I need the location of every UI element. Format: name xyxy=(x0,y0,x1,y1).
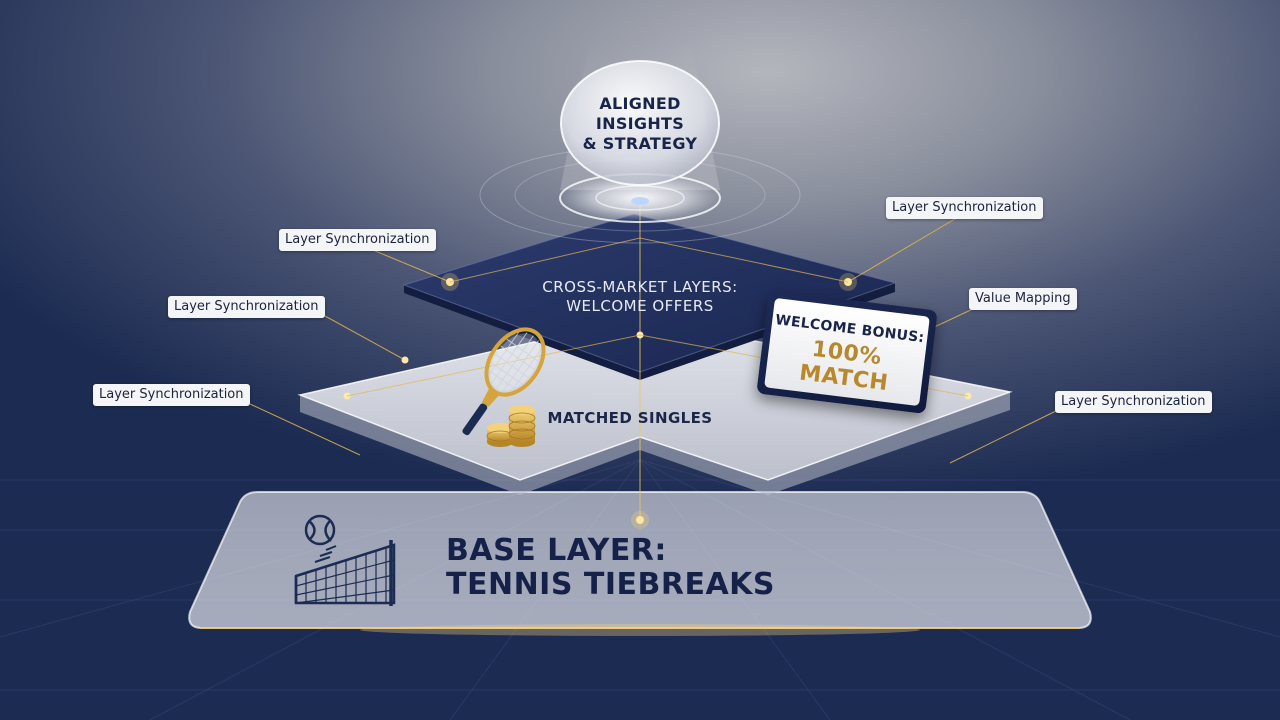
top-node-line3: & STRATEGY xyxy=(582,134,698,153)
callout-layer-sync-4: Layer Synchronization xyxy=(93,384,250,406)
base-layer-line2: TENNIS TIEBREAKS xyxy=(446,567,776,602)
cross-market-line2: WELCOME OFFERS xyxy=(566,297,714,315)
callout-layer-sync-2: Layer Synchronization xyxy=(886,197,1043,219)
top-node-label: ALIGNED INSIGHTS & STRATEGY xyxy=(560,94,720,154)
top-node-line2: INSIGHTS xyxy=(595,114,685,133)
cross-market-line1: CROSS-MARKET LAYERS: xyxy=(542,278,738,296)
base-layer-label: BASE LAYER: TENNIS TIEBREAKS xyxy=(446,534,775,602)
callout-layer-sync-5: Layer Synchronization xyxy=(1055,391,1212,413)
base-layer-line1: BASE LAYER: xyxy=(446,533,667,568)
callout-layer-sync-1: Layer Synchronization xyxy=(279,229,436,251)
top-node-line1: ALIGNED xyxy=(599,94,681,113)
welcome-bonus-card: WELCOME BONUS: 100% MATCH xyxy=(756,290,938,414)
cross-market-label: CROSS-MARKET LAYERS: WELCOME OFFERS xyxy=(520,278,760,316)
matched-singles-label: MATCHED SINGLES xyxy=(547,409,713,427)
tennis-racket-icon xyxy=(462,327,546,436)
callout-layer-sync-3: Layer Synchronization xyxy=(168,296,325,318)
callout-value-mapping: Value Mapping xyxy=(969,288,1077,310)
callout-connectors xyxy=(249,215,1059,464)
tennis-ball-net-icon xyxy=(294,514,396,606)
cross-market-slab xyxy=(402,213,897,380)
top-node-bubble xyxy=(560,60,720,186)
base-layer-slab xyxy=(188,491,1092,636)
coin-stack-icon xyxy=(486,405,536,447)
